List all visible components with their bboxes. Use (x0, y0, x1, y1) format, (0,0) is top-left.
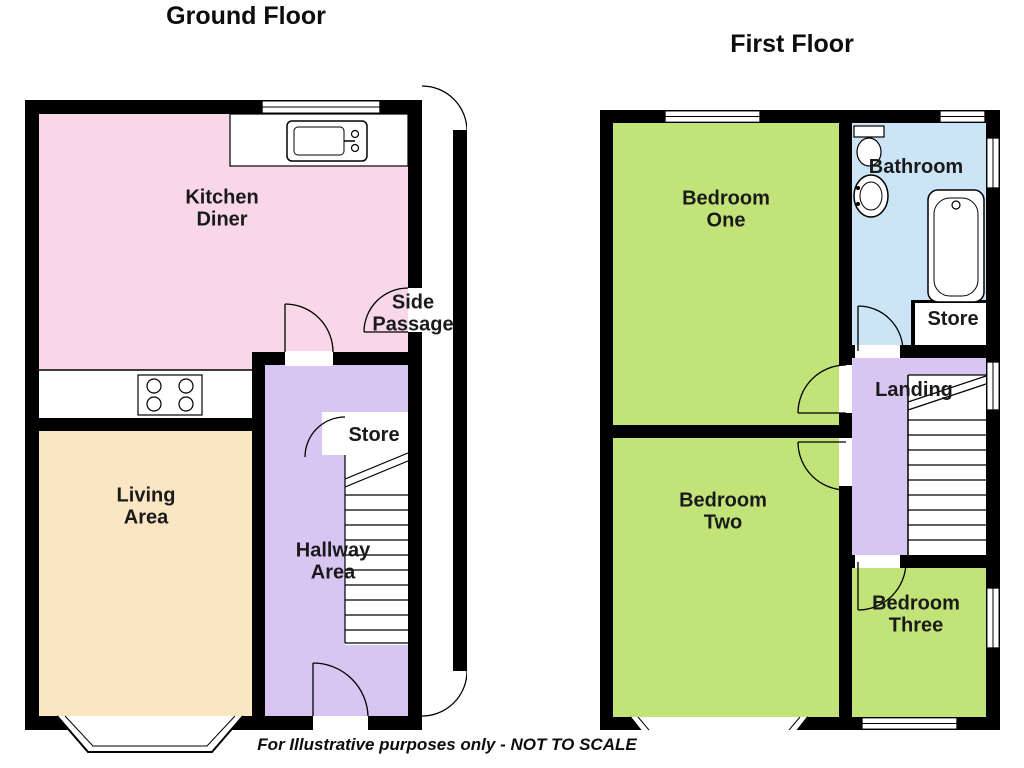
first-floor-overlay (629, 110, 1000, 730)
kitchen-sink-icon (286, 120, 368, 162)
landing-label: Landing (875, 378, 953, 401)
store-room (915, 300, 986, 345)
bay-window-icon (629, 716, 809, 730)
door-gaps (839, 345, 900, 568)
ground-floor-overlay (39, 85, 467, 753)
staircase-icon (907, 374, 987, 555)
toilet-icon (853, 125, 885, 167)
kitchen-diner-label: Kitchen Diner (185, 186, 259, 231)
hob-icon (39, 369, 252, 416)
bedroom-one-room (613, 123, 839, 425)
side-passage-label: Side Passage (372, 291, 454, 336)
living-area-label: Living Area (116, 484, 176, 529)
bathroom-label: Bathroom (868, 155, 964, 178)
bedroom-one-label: Bedroom One (682, 187, 770, 232)
door-arcs (284, 85, 467, 717)
kitchen-window-icon (261, 100, 381, 114)
store-room (322, 412, 408, 455)
living-area-room (39, 431, 252, 716)
hallway-area-label: Hallway Area (295, 539, 371, 584)
side-passage-wall (453, 130, 467, 671)
door-arcs (797, 305, 907, 611)
store-label: Store (348, 423, 400, 446)
basin-icon (853, 174, 889, 218)
bedroom-two-label: Bedroom Two (679, 489, 767, 534)
door-gaps (285, 288, 422, 730)
bedroom-three-room (852, 568, 986, 717)
kitchen-diner-room-lower (39, 352, 252, 370)
store-label: Store (927, 307, 979, 330)
bath-icon (927, 189, 985, 303)
bay-window-icon (56, 715, 244, 753)
staircase-floor (345, 455, 408, 645)
ground-floor-plan: Kitchen Diner Living Area Hallway Area S… (25, 85, 467, 765)
staircase-icon (344, 452, 409, 644)
window-icons (664, 110, 1000, 730)
bedroom-three-label: Bedroom Three (872, 592, 960, 637)
bedroom-two-room (613, 438, 839, 717)
first-floor-plan: Bedroom One Bedroom Two Bedroom Three Ba… (600, 110, 1000, 730)
first-floor-title: First Floor (730, 30, 854, 58)
disclaimer-text: For Illustrative purposes only - NOT TO … (257, 735, 637, 754)
ground-floor-title: Ground Floor (166, 2, 326, 30)
